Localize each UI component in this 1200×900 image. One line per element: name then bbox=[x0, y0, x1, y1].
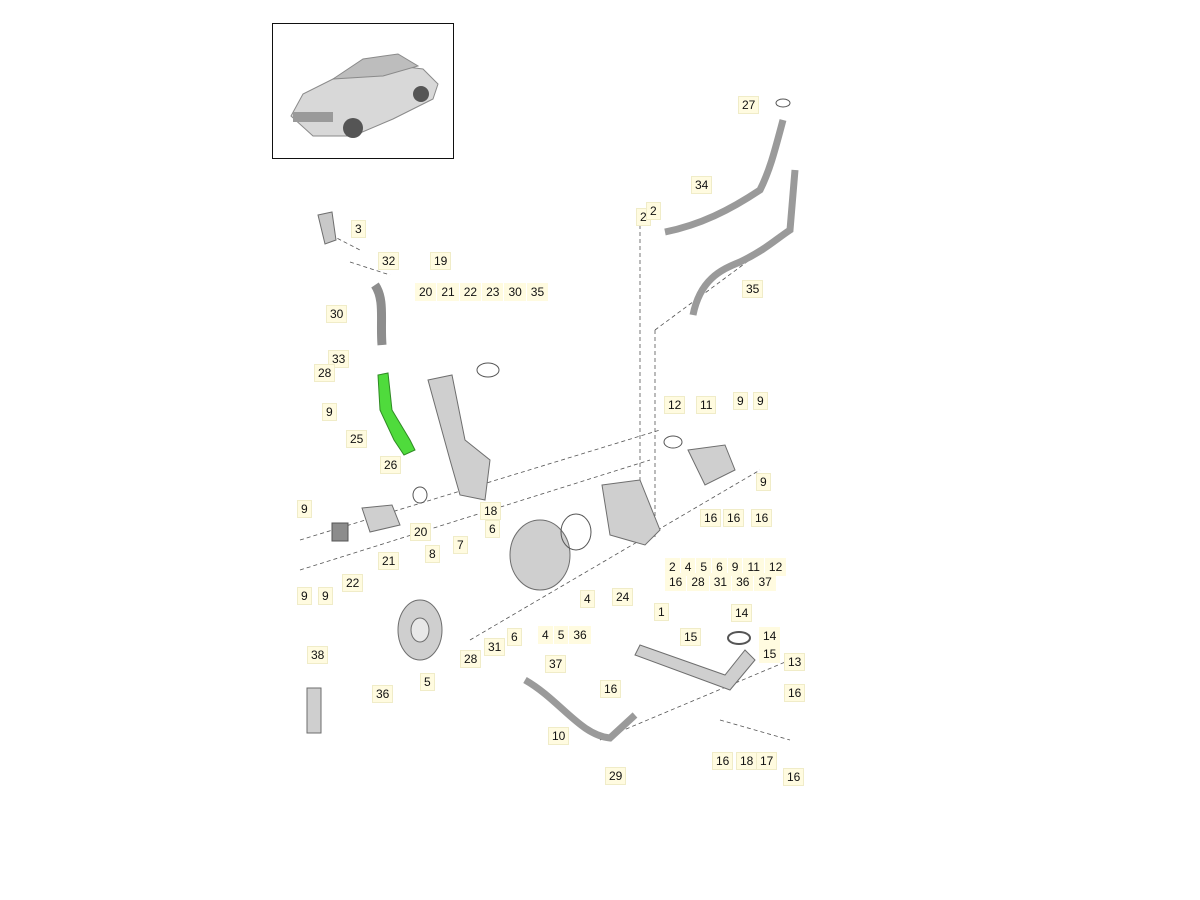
callout-11: 11 bbox=[696, 396, 717, 414]
seal-27 bbox=[775, 98, 791, 108]
coolant-pipe-35 bbox=[689, 169, 799, 316]
coolant-pipe-10 bbox=[523, 676, 638, 742]
callout-28-top: 28 bbox=[314, 364, 336, 382]
callout-29: 29 bbox=[605, 767, 627, 785]
callout-24: 24 bbox=[612, 588, 634, 606]
callout-17: 17 bbox=[756, 752, 778, 770]
callout-15: 15 bbox=[680, 628, 702, 646]
callout-26: 26 bbox=[380, 456, 402, 474]
callout-9-d: 9 bbox=[733, 392, 748, 410]
callout-19: 19 bbox=[430, 252, 452, 270]
vehicle-thumbnail bbox=[272, 23, 454, 159]
callout-32: 32 bbox=[378, 252, 400, 270]
seal-23 bbox=[476, 362, 500, 378]
callout-36: 36 bbox=[372, 685, 394, 703]
intake-pipe-19 bbox=[427, 374, 491, 501]
callout-37: 37 bbox=[545, 655, 567, 673]
callout-9-f: 9 bbox=[756, 473, 771, 491]
callout-34: 34 bbox=[691, 176, 713, 194]
callout-9-c: 9 bbox=[318, 587, 333, 605]
callout-16-c: 16 bbox=[712, 752, 734, 770]
callout-13: 13 bbox=[784, 653, 806, 671]
callout-16-b: 16 bbox=[784, 684, 806, 702]
car-illustration bbox=[290, 53, 439, 138]
callout-21: 21 bbox=[378, 552, 400, 570]
seal-4 bbox=[560, 513, 592, 551]
callout-20: 20 bbox=[410, 523, 432, 541]
housing-11 bbox=[687, 444, 736, 486]
callout-16-a: 16 bbox=[600, 680, 622, 698]
callout-9-a: 9 bbox=[297, 500, 312, 518]
seal-20 bbox=[412, 486, 428, 504]
callout-16-e: 16 bbox=[700, 509, 722, 527]
callout-18-b: 18 bbox=[736, 752, 758, 770]
callout-27: 27 bbox=[738, 96, 760, 114]
callout-16-g: 16 bbox=[751, 509, 773, 527]
pump-housing-1 bbox=[601, 479, 661, 546]
callout-31: 31 bbox=[484, 638, 506, 656]
callout-3: 3 bbox=[351, 220, 366, 238]
callout-9-left: 9 bbox=[322, 403, 337, 421]
callout-6-top: 6 bbox=[485, 520, 500, 538]
sensor-22 bbox=[331, 522, 349, 542]
callout-7: 7 bbox=[453, 536, 468, 554]
hose-30 bbox=[371, 282, 387, 346]
valve-21 bbox=[361, 504, 401, 533]
callout-4: 4 bbox=[580, 590, 595, 608]
callout-35: 35 bbox=[742, 280, 764, 298]
highlighted-pipe-25 bbox=[377, 372, 416, 456]
callout-1: 1 bbox=[654, 603, 669, 621]
callout-12: 12 bbox=[664, 396, 686, 414]
callout-5: 5 bbox=[420, 673, 435, 691]
callout-6-bottom: 6 bbox=[507, 628, 522, 646]
callout-28-bottom: 28 bbox=[460, 650, 482, 668]
bracket-13 bbox=[634, 644, 756, 691]
callout-30: 30 bbox=[326, 305, 348, 323]
callout-10: 10 bbox=[548, 727, 570, 745]
coolant-pipe-34 bbox=[664, 119, 787, 236]
callout-8: 8 bbox=[425, 545, 440, 563]
hose-elbow-3 bbox=[317, 211, 337, 245]
callout-18: 18 bbox=[480, 502, 502, 520]
callout-22: 22 bbox=[342, 574, 364, 592]
callout-2-b: 2 bbox=[646, 202, 661, 220]
water-pump-37 bbox=[509, 519, 571, 591]
callout-9-b: 9 bbox=[297, 587, 312, 605]
callout-25: 25 bbox=[346, 430, 368, 448]
callout-33: 33 bbox=[328, 350, 350, 368]
seal-12 bbox=[663, 435, 683, 449]
callout-16-f: 16 bbox=[723, 509, 745, 527]
callout-9-e: 9 bbox=[753, 392, 768, 410]
callout-38: 38 bbox=[307, 646, 329, 664]
sleeve-38 bbox=[306, 687, 322, 734]
callout-16-d: 16 bbox=[783, 768, 805, 786]
seal-14 bbox=[727, 631, 751, 645]
callout-14: 14 bbox=[731, 604, 753, 622]
